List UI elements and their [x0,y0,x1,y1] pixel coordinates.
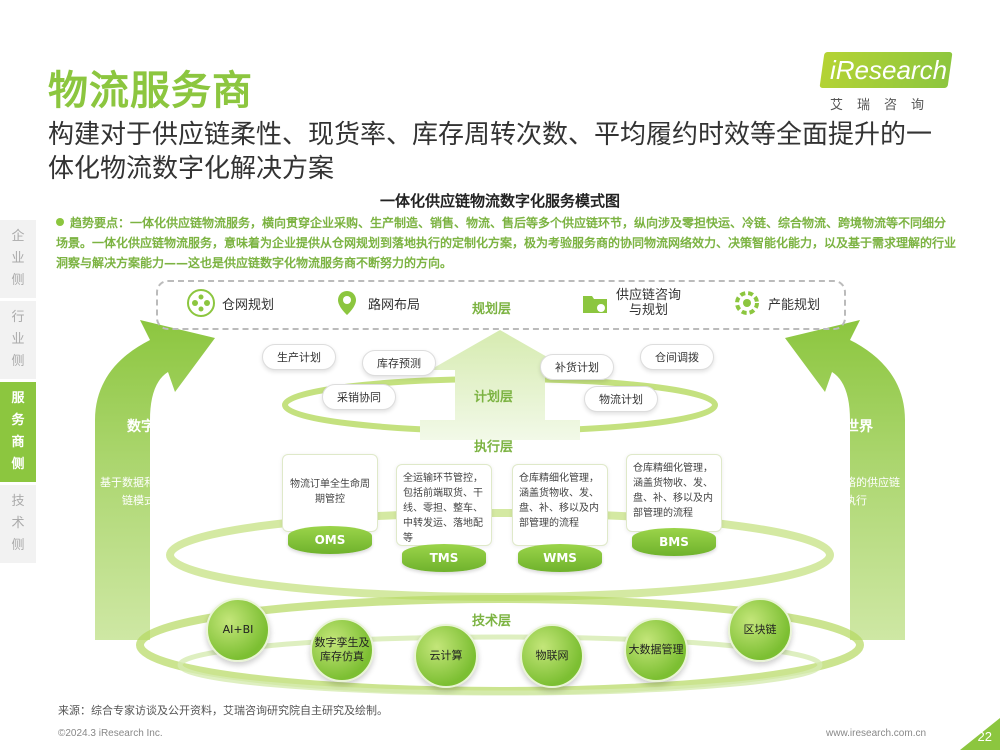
side-item-char: 业 [11,251,25,266]
logo-cn-text: 艾瑞咨询 [830,98,939,113]
page-subtitle: 构建对于供应链柔性、现货率、库存周转次数、平均履约时效等全面提升的一体化物流数字… [48,120,933,184]
bullet-icon [56,218,64,226]
side-nav: 企业侧 行业侧 服务商侧 技术侧 [0,220,36,566]
copyright: ©2024.3 iResearch Inc. [58,728,163,739]
source-note: 来源：综合专家访谈及公开资料，艾瑞咨询研究院自主研究及绘制。 [58,704,388,717]
location-pin-icon [338,291,356,315]
left-arrow-shape [95,320,215,640]
system-desc: 物流订单全生命周期管控 [290,479,370,505]
side-item-char: 行 [11,310,25,325]
center-arrow-shape [420,330,580,440]
system-card-oms: 物流订单全生命周期管控 [282,454,378,532]
right-arrow-shape [785,320,905,640]
system-card-bms: 仓库精细化管理，涵盖货物收、发、盘、补、移以及内部管理的流程 [626,454,722,532]
side-item-provider[interactable]: 服务商侧 [0,382,36,482]
trend-points: 趋势要点：一体化供应链物流服务，横向贯穿企业采购、生产制造、销售、物流、售后等多… [56,213,956,273]
left-arrow-title: 数字世界 [127,419,183,435]
right-arrow-title: 物理世界 [817,419,873,435]
pill-inventory-forecast: 库存预测 [362,350,436,376]
right-arrow-text: 物理世界 基于物流网络的供应链高效执行 [790,416,900,510]
side-item-char: 服 [11,391,25,406]
plan-item-label: 路网布局 [368,297,421,313]
page-title: 物流服务商 [48,68,253,114]
system-cylinder-wms: WMS [518,544,602,572]
plan-layer-label: 计划层 [474,390,514,405]
side-item-technology[interactable]: 技术侧 [0,485,36,563]
execution-layer-label: 执行层 [474,440,514,455]
side-item-char: 侧 [11,273,25,288]
iresearch-logo: iResearch 艾瑞咨询 [819,52,962,113]
planning-layer-box [156,280,846,330]
pill-warehouse-transfer: 仓间调拨 [640,344,714,370]
system-card-tms: 全运输环节管控，包括前端取货、干线、零担、整车、中转发运、落地配等 [396,464,492,546]
side-item-char: 侧 [11,538,25,553]
side-item-char: 业 [11,332,25,347]
side-item-enterprise[interactable]: 企业侧 [0,220,36,298]
page-number-badge: 22 [960,718,1000,750]
tech-ai-bi: AI+BI [206,598,270,662]
tech-cloud: 云计算 [414,624,478,688]
side-item-char: 侧 [11,354,25,369]
side-item-char: 企 [11,229,25,244]
tech-digital-twin: 数字孪生及库存仿真 [310,618,374,682]
plan-item-label: 供应链咨询 与规划 [616,288,682,318]
left-arrow-desc: 基于数据和算法的供应链模式化方案 [100,476,210,507]
plan-item-warehouse-network: 仓网规划 [186,288,274,318]
tech-iot: 物联网 [520,624,584,688]
base-ring [177,634,823,696]
system-desc: 仓库精细化管理，涵盖货物收、发、盘、补、移以及内部管理的流程 [519,473,599,529]
left-arrow-text: 数字世界 基于数据和算法的供应链模式化方案 [100,416,210,510]
side-item-char: 术 [11,516,25,531]
pill-production-plan: 生产计划 [262,344,336,370]
tech-blockchain: 区块链 [728,598,792,662]
network-icon [187,289,215,317]
pill-procurement-sales: 采销协同 [322,384,396,410]
plan-item-label: 产能规划 [768,297,821,313]
pill-logistics-plan: 物流计划 [584,386,658,412]
pill-replenishment-plan: 补货计划 [540,354,614,380]
system-cylinder-bms: BMS [632,528,716,556]
system-card-wms: 仓库精细化管理，涵盖货物收、发、盘、补、移以及内部管理的流程 [512,464,608,546]
side-item-char: 务 [11,413,25,428]
system-desc: 仓库精细化管理，涵盖货物收、发、盘、补、移以及内部管理的流程 [633,463,713,519]
page-corner-shape [960,718,1000,750]
tech-layer-label: 技术层 [472,614,512,629]
logo-text: iResearch [830,55,948,85]
plan-item-label: 仓网规划 [222,297,275,313]
system-cylinder-tms: TMS [402,544,486,572]
system-cylinder-oms: OMS [288,526,372,554]
plan-item-road-network: 路网布局 [332,288,420,318]
page-number: 22 [977,729,992,744]
plan-item-capacity: 产能规划 [732,288,820,318]
tech-big-data: 大数据管理 [624,618,688,682]
trend-text: 一体化供应链物流服务，横向贯穿企业采购、生产制造、销售、物流、售后等多个供应链环… [56,216,957,270]
right-arrow-desc: 基于物流网络的供应链高效执行 [790,476,900,507]
diagram-title: 一体化供应链物流数字化服务模式图 [379,192,620,210]
system-desc: 全运输环节管控，包括前端取货、干线、零担、整车、中转发运、落地配等 [403,473,483,544]
website-url[interactable]: www.iresearch.com.cn [826,728,927,739]
side-item-char: 侧 [11,457,25,472]
side-item-char: 技 [11,494,25,509]
plan-item-consulting: 供应链咨询 与规划 [580,288,681,318]
planning-layer-label: 规划层 [472,302,512,317]
side-item-industry[interactable]: 行业侧 [0,301,36,379]
folder-icon [583,296,607,313]
trend-label: 趋势要点： [70,216,131,230]
gear-icon [735,291,759,315]
side-item-char: 商 [11,435,25,450]
execution-ring [166,509,834,601]
